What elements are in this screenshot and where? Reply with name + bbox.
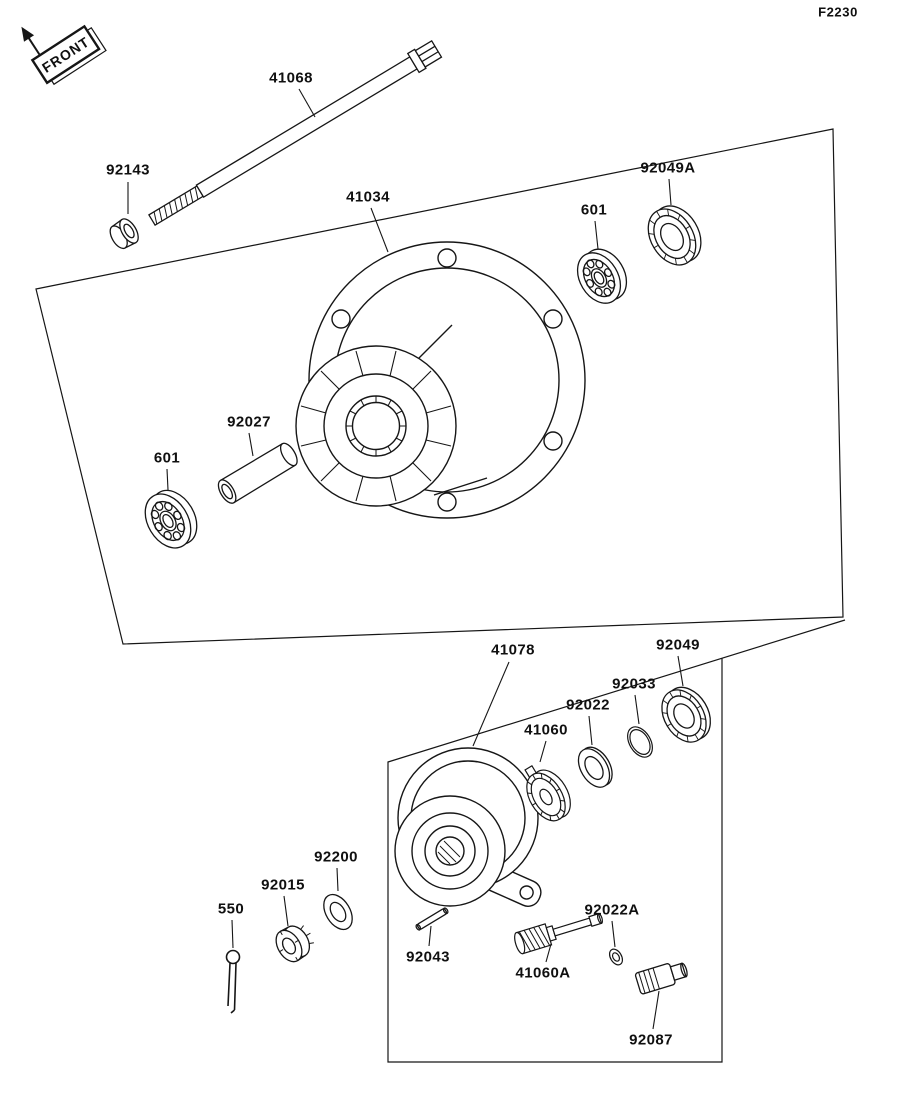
hub-41034-drawing <box>295 241 586 519</box>
part-label-92200: 92200 <box>314 848 358 866</box>
bearing-601-left-drawing <box>144 489 198 549</box>
part-label-92143: 92143 <box>106 161 150 179</box>
axle-bolt-41068-drawing <box>148 39 443 227</box>
part-label-92027: 92027 <box>227 413 271 431</box>
part-label-601-left: 601 <box>153 449 181 467</box>
group-boundaries <box>35 128 846 1063</box>
front-box <box>30 24 101 85</box>
figure-code: F2230 <box>818 4 858 20</box>
castle-nut-92015-drawing <box>275 925 314 963</box>
hub-41078-drawing <box>394 747 542 907</box>
part-label-41060: 41060 <box>524 721 568 739</box>
part-label-92087: 92087 <box>629 1031 673 1049</box>
cotter-pin-550-drawing <box>225 949 241 1014</box>
seal-92049-drawing <box>661 686 712 743</box>
washer-92022A-drawing <box>608 948 624 966</box>
ring-92033-drawing <box>627 726 653 758</box>
collar-92143-drawing <box>109 218 139 250</box>
part-label-601-right: 601 <box>580 201 608 219</box>
seal-92049A-drawing <box>647 205 702 266</box>
part-label-550: 550 <box>217 900 245 918</box>
fitting-92087-drawing <box>634 962 688 995</box>
washer-92200-drawing <box>323 893 353 931</box>
part-label-92033: 92033 <box>612 675 656 693</box>
part-label-92015: 92015 <box>261 876 305 894</box>
leader-lines <box>127 88 684 1030</box>
washer-92022-drawing <box>577 746 613 788</box>
gear-41060-drawing <box>524 764 571 822</box>
part-label-41060A: 41060A <box>515 964 571 982</box>
part-label-92049A: 92049A <box>640 159 696 177</box>
part-label-41078: 41078 <box>491 641 535 659</box>
bearing-601-right-drawing <box>576 248 628 304</box>
spacer-92027-drawing <box>217 442 298 504</box>
part-label-92022A: 92022A <box>584 901 640 919</box>
front-arrow-icon <box>21 26 41 56</box>
part-label-92043: 92043 <box>406 948 450 966</box>
upper-group-boundary <box>35 128 844 645</box>
part-label-92049: 92049 <box>656 636 700 654</box>
part-label-41034: 41034 <box>346 188 390 206</box>
lower-group-boundary <box>387 619 846 1063</box>
gear-shaft-41060A-drawing <box>514 913 603 955</box>
front-emblem: FRONT <box>21 24 107 86</box>
pin-92043-drawing <box>415 907 449 931</box>
part-label-41068: 41068 <box>269 69 313 87</box>
part-label-92022: 92022 <box>566 696 610 714</box>
